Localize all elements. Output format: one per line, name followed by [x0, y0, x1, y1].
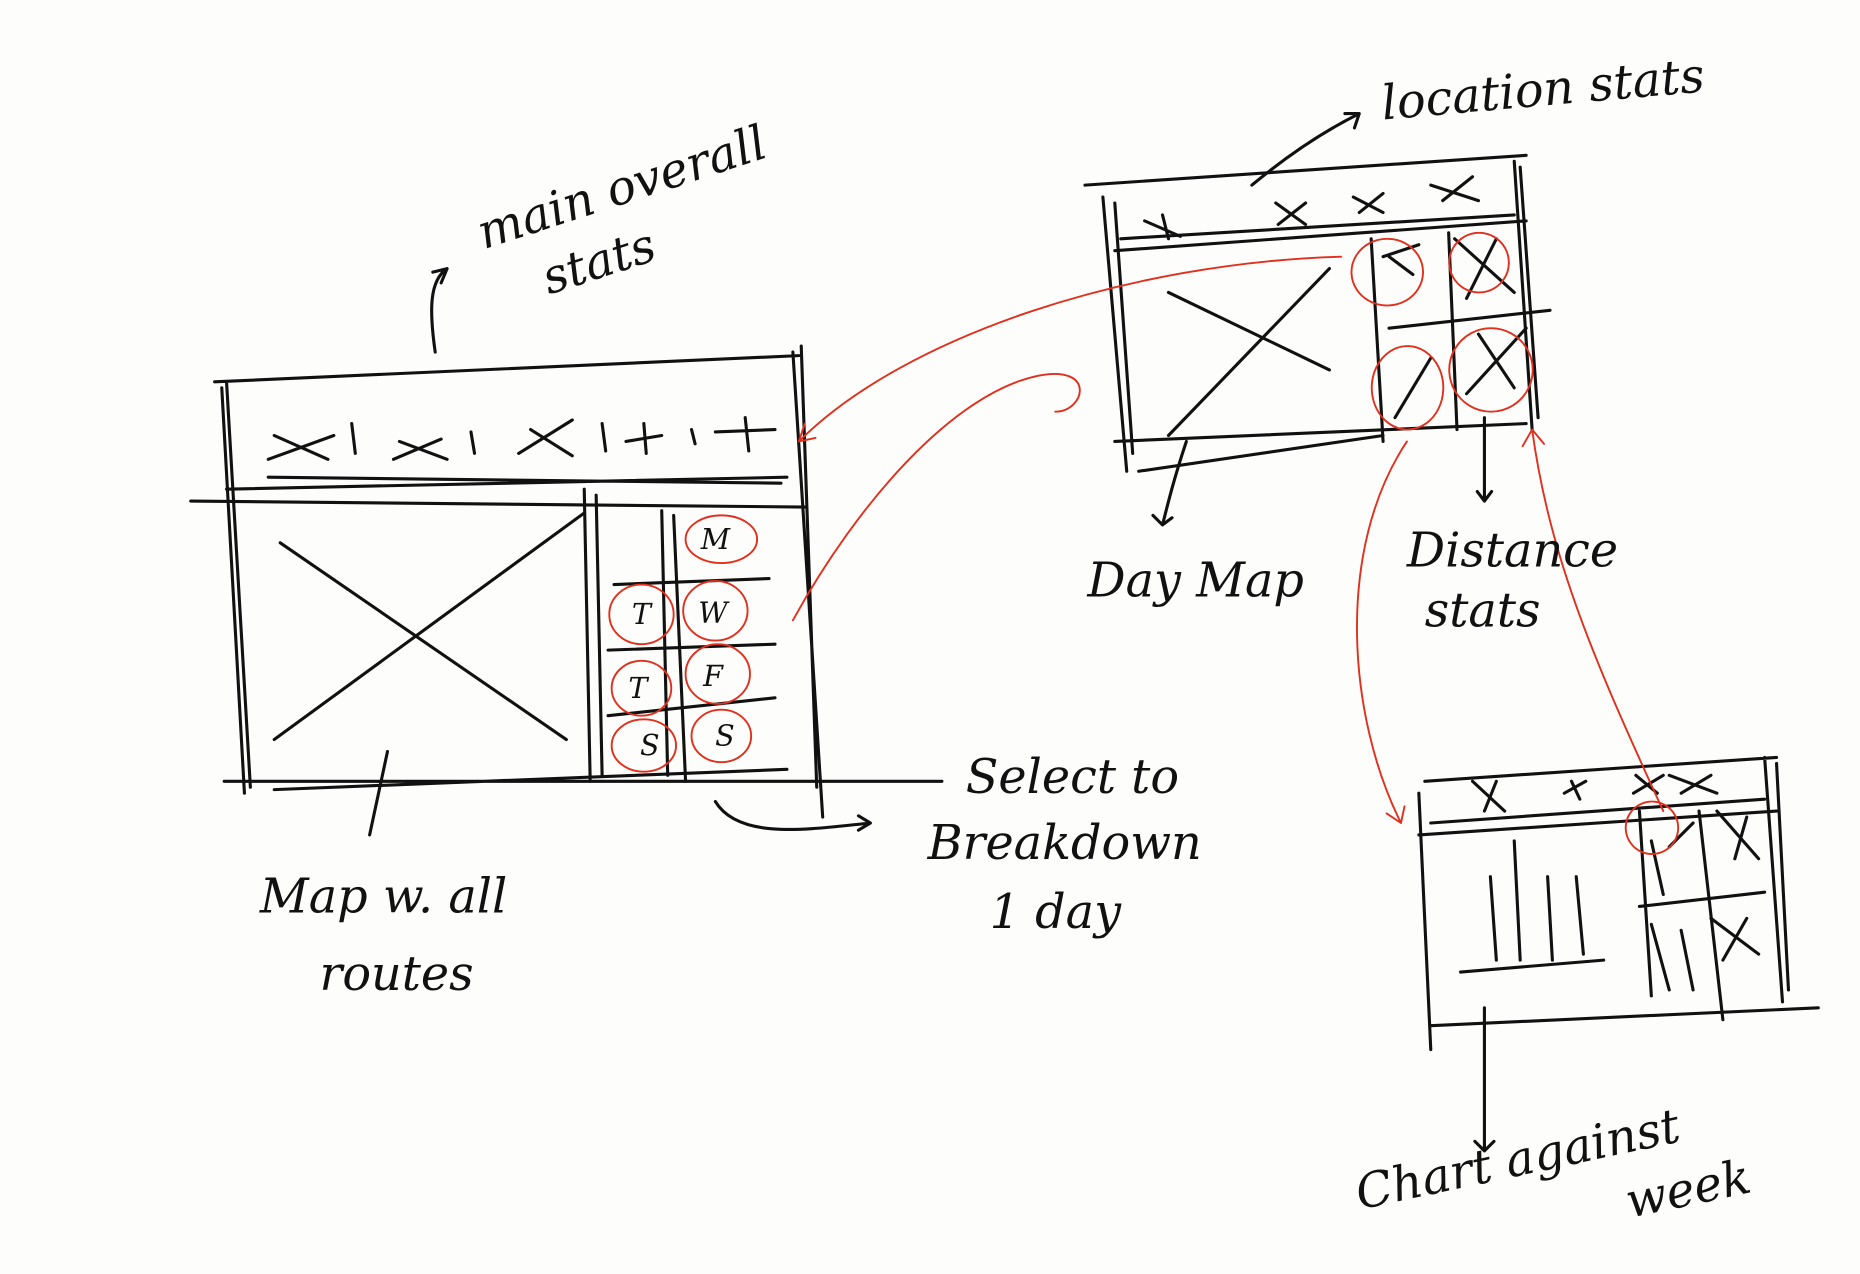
- black-arrows: [368, 112, 1496, 1153]
- day-label: W: [698, 596, 730, 630]
- day-button-sat[interactable]: S: [610, 718, 677, 773]
- day-label: M: [700, 522, 731, 556]
- day-label: F: [702, 659, 724, 693]
- label-main-stats: main overall stats: [471, 116, 774, 306]
- day-button-wed[interactable]: W: [682, 580, 749, 642]
- label-line: Select to: [966, 750, 1179, 805]
- stats-row-placeholders: [266, 416, 777, 461]
- day-label: S: [715, 719, 735, 753]
- day-button-sun[interactable]: S: [690, 708, 753, 764]
- label-distance-stats: Distance stats: [1406, 524, 1618, 639]
- label-day-map: Day Map: [1086, 553, 1304, 608]
- label-line: routes: [320, 947, 474, 1002]
- main-wireframe: M T W T F S S: [189, 344, 944, 819]
- label-line: stats: [1425, 583, 1541, 638]
- flow-arrows: [791, 255, 1665, 824]
- day-label: T: [628, 671, 649, 705]
- label-line: 1 day: [990, 885, 1122, 940]
- day-button-mon[interactable]: M: [684, 514, 759, 565]
- label-chart-week: Chart against week: [1351, 1099, 1756, 1230]
- day-selector[interactable]: M T W T F S S: [608, 514, 759, 773]
- map-placeholder: [272, 487, 604, 783]
- day-button-fri[interactable]: F: [684, 643, 751, 705]
- label-location-stats: location stats: [1379, 48, 1706, 131]
- day-button-tue[interactable]: T: [608, 583, 675, 646]
- label-map-all-routes: Map w. all routes: [259, 869, 507, 1002]
- day-button-thu[interactable]: T: [610, 659, 673, 717]
- day-label: S: [640, 728, 660, 762]
- location-wireframe: [1083, 153, 1552, 473]
- label-line: Map w. all: [259, 869, 507, 924]
- chart-wireframe: [1417, 755, 1820, 1052]
- label-line: Breakdown: [927, 816, 1202, 871]
- label-line: Distance: [1406, 524, 1618, 579]
- bar-chart-placeholder: [1459, 839, 1606, 974]
- label-select-breakdown: Select to Breakdown 1 day: [927, 750, 1202, 940]
- day-label: T: [632, 597, 653, 631]
